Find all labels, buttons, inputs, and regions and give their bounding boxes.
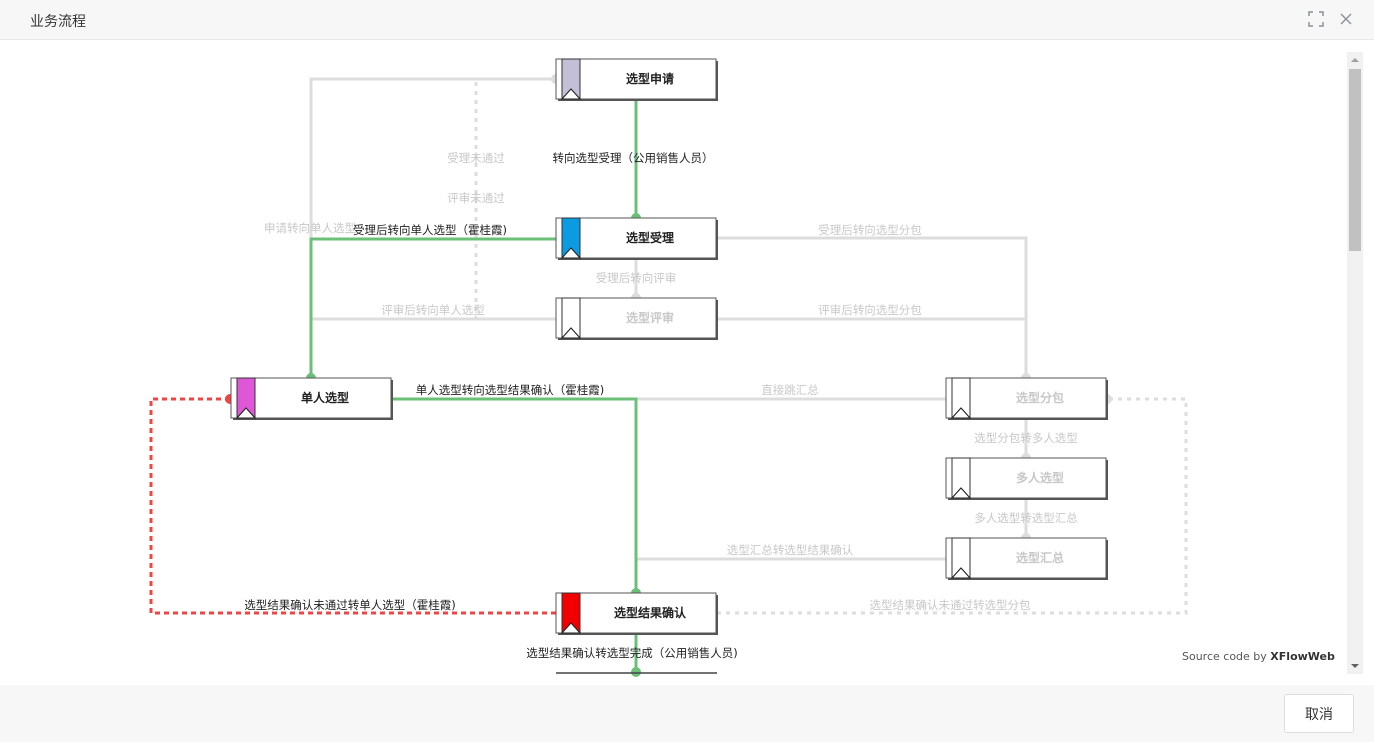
label-apply-to-accept: 转向选型受理（公用销售人员） xyxy=(553,151,714,165)
label-single-to-confirm: 单人选型转向选型结果确认（霍桂霞) xyxy=(416,383,605,397)
dialog-title: 业务流程 xyxy=(30,14,86,30)
node-multi[interactable]: 多人选型 xyxy=(945,457,1108,500)
scroll-down-arrow-icon[interactable] xyxy=(1347,658,1363,674)
vertical-scrollbar[interactable] xyxy=(1347,52,1363,674)
label-accept-reject: 受理未通过 xyxy=(447,151,505,165)
node-label: 多人选型 xyxy=(1016,470,1064,485)
flow-canvas: 选型申请选型受理选型评审单人选型 选型分包多人选型选型汇总选型结果确认 转向选型受… xyxy=(0,41,1374,685)
edge-single-to-confirm xyxy=(391,397,638,592)
scroll-up-arrow-icon[interactable] xyxy=(1347,52,1363,68)
close-icon[interactable] xyxy=(1337,10,1355,28)
node-subpack[interactable]: 选型分包 xyxy=(945,377,1108,420)
node-review[interactable]: 选型评审 xyxy=(555,297,718,340)
edge-confirm-reject-single xyxy=(149,397,556,615)
source-prefix: Source code by xyxy=(1182,650,1271,663)
scroll-thumb[interactable] xyxy=(1349,69,1361,251)
node-label: 选型评审 xyxy=(626,310,674,325)
node-label: 选型受理 xyxy=(626,230,674,245)
label-apply-to-single: 申请转向单人选型 xyxy=(264,221,356,235)
source-credit: Source code by XFlowWeb xyxy=(1182,650,1335,663)
dialog-footer: 取消 xyxy=(0,685,1374,742)
node-single[interactable]: 单人选型 xyxy=(230,377,393,420)
label-confirm-reject-subpack: 选型结果确认未通过转选型分包 xyxy=(870,598,1031,612)
node-accept[interactable]: 选型受理 xyxy=(555,217,718,260)
node-label: 选型申请 xyxy=(626,71,674,86)
node-summary[interactable]: 选型汇总 xyxy=(945,537,1108,580)
cancel-button[interactable]: 取消 xyxy=(1284,694,1354,733)
label-review-to-single: 评审后转向单人选型 xyxy=(381,303,485,317)
node-label: 单人选型 xyxy=(301,390,349,405)
label-accept-to-single: 受理后转向单人选型（霍桂霞) xyxy=(353,223,507,237)
fullscreen-icon[interactable] xyxy=(1307,10,1325,28)
label-review-reject: 评审未通过 xyxy=(447,191,505,205)
node-apply[interactable]: 选型申请 xyxy=(555,58,718,101)
label-confirm-reject-single: 选型结果确认未通过转单人选型（霍桂霞) xyxy=(244,598,455,612)
source-brand[interactable]: XFlowWeb xyxy=(1270,650,1335,663)
active-edges xyxy=(309,100,638,672)
node-label: 选型分包 xyxy=(1016,390,1064,405)
node-label: 选型结果确认 xyxy=(614,605,687,620)
node-label: 选型汇总 xyxy=(1016,550,1064,565)
edge-accept-to-single xyxy=(309,237,556,378)
edge-confirm-reject-subpack xyxy=(717,397,1188,615)
label-confirm-to-done: 选型结果确认转选型完成（公用销售人员) xyxy=(526,646,737,660)
dialog-header: 业务流程 xyxy=(0,0,1374,40)
edge-accept-to-subpack xyxy=(717,236,1028,378)
label-review-to-subpack: 评审后转向选型分包 xyxy=(818,303,922,317)
node-confirm[interactable]: 选型结果确认 xyxy=(555,592,718,635)
label-multi-to-summary: 多人选型转选型汇总 xyxy=(974,511,1078,525)
label-summary-to-confirm: 选型汇总转选型结果确认 xyxy=(727,543,854,557)
label-subpack-to-multi: 选型分包转多人选型 xyxy=(974,431,1078,445)
inactive-edges xyxy=(309,77,1188,615)
label-accept-to-review: 受理后转向评审 xyxy=(596,271,677,285)
label-direct-to-summary: 直接跳汇总 xyxy=(761,383,819,397)
label-accept-to-subpack: 受理后转向选型分包 xyxy=(818,223,922,237)
